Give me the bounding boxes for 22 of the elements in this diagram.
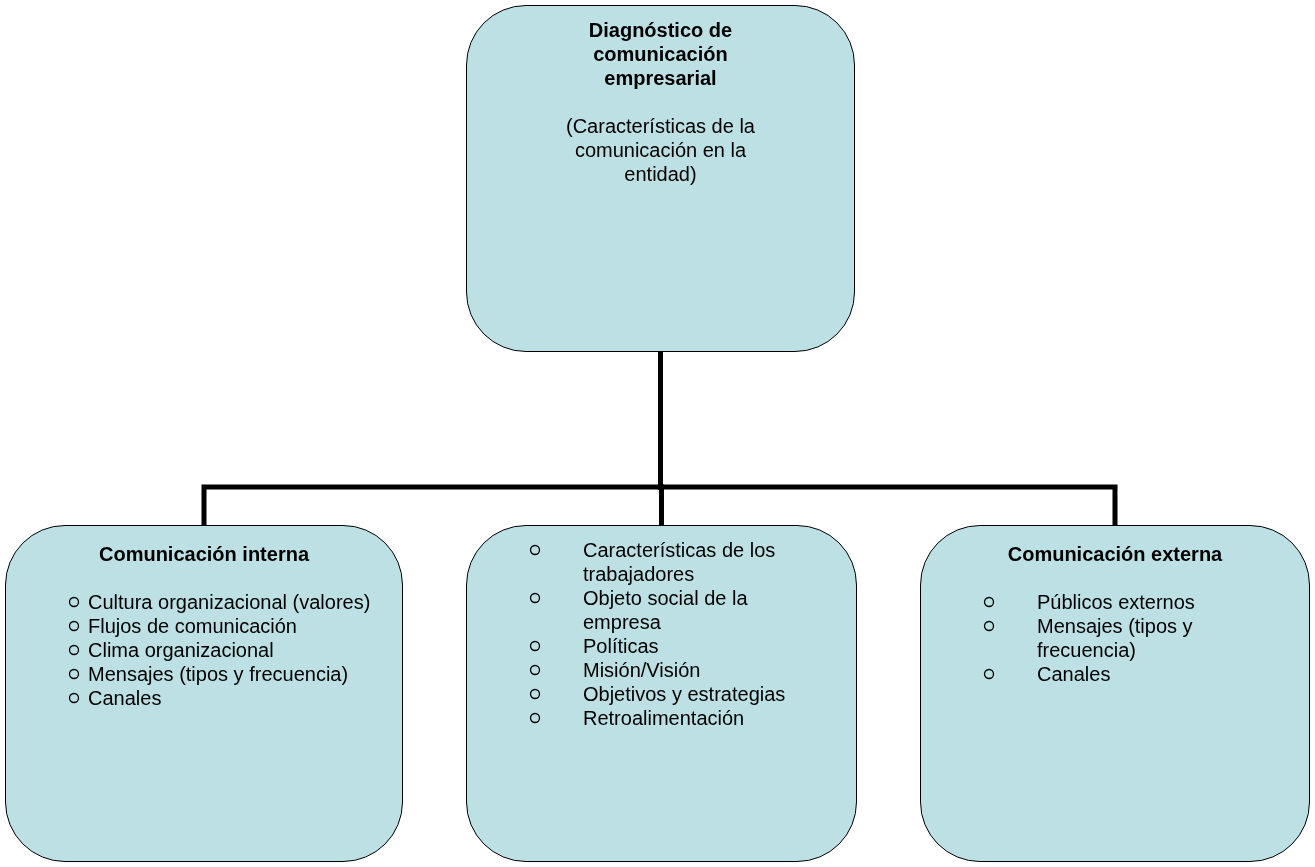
list-item: Mensajes (tipos y frecuencia) — [1037, 614, 1194, 662]
list-item: Cultura organizacional (valores) — [88, 590, 371, 614]
list-item: Mensajes (tipos y frecuencia) — [88, 662, 349, 686]
list-item: Canales — [1037, 662, 1111, 686]
list-item: Características de los trabajadores — [583, 538, 777, 586]
list-item: Políticas — [583, 634, 659, 658]
box-description: (Características de la comunicación en la entidad) — [565, 114, 756, 186]
list-item: Flujos de comunicación — [88, 614, 297, 638]
list-item: Misión/Visión — [583, 658, 701, 682]
rounded-box — [466, 5, 855, 352]
list-item: Públicos externos — [1037, 590, 1195, 614]
rounded-box — [5, 525, 403, 862]
box-heading: Diagnóstico de comunicación empresarial — [587, 18, 734, 90]
list-item: Clima organizacional — [88, 638, 274, 662]
rounded-box — [466, 525, 857, 862]
box-heading: Comunicación externa — [1006, 542, 1224, 566]
list-item: Retroalimentación — [583, 706, 745, 730]
list-item: Objeto social de la empresa — [583, 586, 749, 634]
box-heading: Comunicación interna — [98, 542, 311, 566]
list-item: Objetivos y estrategias — [583, 682, 786, 706]
rounded-box — [920, 525, 1310, 862]
list-item: Canales — [88, 686, 162, 710]
